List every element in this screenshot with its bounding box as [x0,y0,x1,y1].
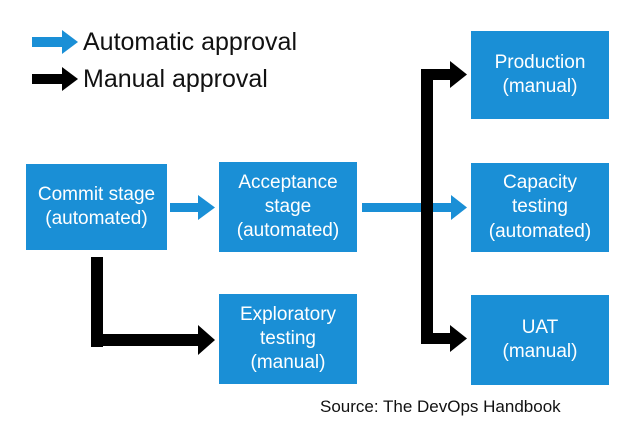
acceptance-stage-mode: (automated) [236,220,340,242]
exploratory-testing-mode: (manual) [250,352,326,374]
capacity-testing-box: Capacity testing (automated) [471,163,609,252]
arrow-manual-to-production-and-uat [421,61,467,352]
arrow-acceptance-to-capacity [362,195,467,220]
uat-title: UAT [521,316,559,338]
legend-manual-label: Manual approval [83,64,268,93]
capacity-testing-mode: (automated) [488,220,592,242]
capacity-testing-subtitle: testing [512,196,568,218]
uat-box: UAT (manual) [471,295,609,385]
acceptance-stage-title: Acceptance [238,171,338,193]
commit-stage-title: Commit stage [37,183,156,205]
legend-automatic-approval: Automatic approval [32,29,297,55]
exploratory-testing-box: Exploratory testing (manual) [219,294,357,384]
exploratory-testing-subtitle: testing [260,327,316,349]
capacity-testing-title: Capacity [503,172,577,194]
legend-automatic-label: Automatic approval [83,27,298,56]
exploratory-testing-title: Exploratory [239,303,337,325]
commit-stage-mode: (automated) [45,208,148,229]
production-title: Production [494,51,586,73]
source-caption: Source: The DevOps Handbook [320,397,561,416]
legend-manual-approval: Manual approval [32,66,268,92]
uat-mode: (manual) [502,341,578,362]
production-mode: (manual) [502,76,578,97]
acceptance-stage-subtitle: stage [264,195,312,217]
black-arrow-icon [32,67,78,91]
arrow-commit-to-acceptance [170,195,215,220]
arrow-commit-to-exploratory [91,257,215,355]
production-box: Production (manual) [471,31,609,119]
acceptance-stage-box: Acceptance stage (automated) [219,162,357,252]
commit-stage-box: Commit stage (automated) [26,164,167,250]
blue-arrow-icon [32,30,78,54]
